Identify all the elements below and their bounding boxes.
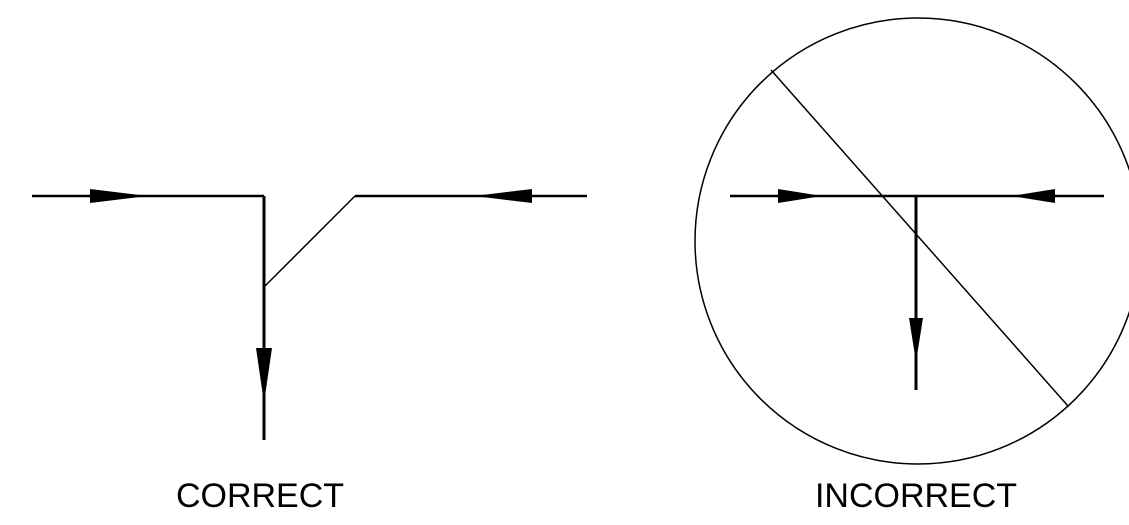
correct-label: CORRECT [176,477,344,515]
incorrect-right-arrow-icon [1011,189,1055,203]
correct-left-arrow-icon [90,189,148,203]
correct-down-arrow-icon [256,348,272,403]
incorrect-label: INCORRECT [815,477,1017,515]
prohibition-circle [694,17,1129,465]
correct-junction [32,194,587,440]
correct-angled-connector [263,195,356,288]
incorrect-left-arrow-icon [778,189,822,203]
prohibition-slash [770,69,1069,407]
prohibition-icon [694,17,1129,465]
correct-right-arrow-icon [474,189,532,203]
incorrect-down-arrow-icon [909,318,923,362]
incorrect-junction [730,194,1104,390]
